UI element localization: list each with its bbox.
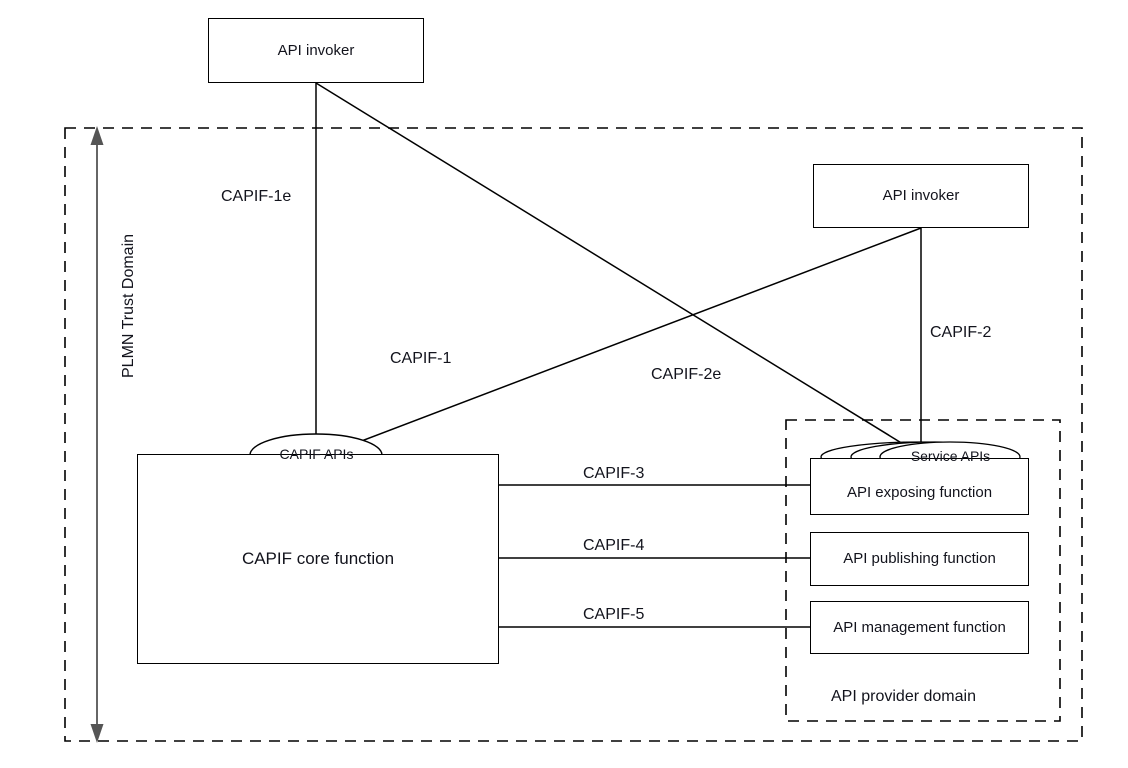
interface-label-capif-5: CAPIF-5 xyxy=(583,606,645,623)
node-label: API publishing function xyxy=(843,550,996,567)
node-label: API exposing function xyxy=(846,484,993,501)
interface-label-capif-3: CAPIF-3 xyxy=(583,465,645,482)
plmn-trust-domain-label: PLMN Trust Domain xyxy=(120,233,137,378)
interface-label-capif-2: CAPIF-2 xyxy=(930,324,992,341)
api-provider-domain-label: API provider domain xyxy=(831,688,976,705)
node-api-invoker-internal[interactable]: API invoker xyxy=(813,164,1029,228)
node-capif-core-function[interactable]: CAPIF core function xyxy=(137,454,499,664)
interface-label-capif-1e: CAPIF-1e xyxy=(221,188,292,205)
connector-capif-1 xyxy=(321,227,922,457)
node-api-exposing-function[interactable]: API exposing function xyxy=(810,458,1029,515)
plmn-trust-domain-span-arrow xyxy=(90,126,104,743)
node-label: CAPIF core function xyxy=(241,548,395,568)
node-api-invoker-external[interactable]: API invoker xyxy=(208,18,424,83)
interface-label-capif-1: CAPIF-1 xyxy=(390,350,452,367)
node-label: API invoker xyxy=(882,187,960,204)
interface-label-capif-4: CAPIF-4 xyxy=(583,537,645,554)
node-api-publishing-function[interactable]: API publishing function xyxy=(810,532,1029,586)
capif-apis-label: CAPIF APIs xyxy=(279,446,354,462)
node-api-management-function[interactable]: API management function xyxy=(810,601,1029,654)
interface-label-capif-2e: CAPIF-2e xyxy=(651,366,722,383)
service-apis-label: Service APIs xyxy=(910,448,991,464)
node-label: API invoker xyxy=(277,41,355,59)
connector-capif-2e xyxy=(315,82,922,456)
node-label: API management function xyxy=(833,618,1006,636)
